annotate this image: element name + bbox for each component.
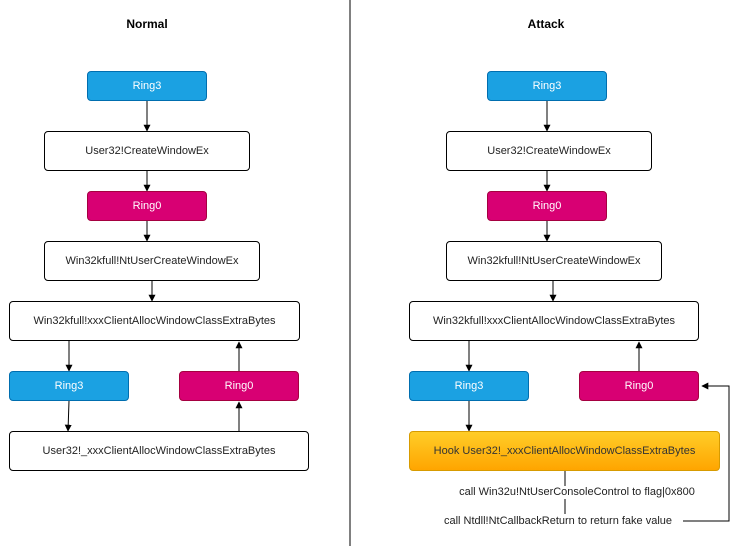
right-nt-user-create: Win32kfull!NtUserCreateWindowEx <box>446 241 662 281</box>
left-ring0-top: Ring0 <box>87 191 207 221</box>
left-ring3-top: Ring3 <box>87 71 207 101</box>
left-create-window: User32!CreateWindowEx <box>44 131 250 171</box>
right-xxx-alloc: Win32kfull!xxxClientAllocWindowClassExtr… <box>409 301 699 341</box>
title-normal: Normal <box>126 17 168 31</box>
left-xxx-alloc: Win32kfull!xxxClientAllocWindowClassExtr… <box>9 301 300 341</box>
note-callback-return: call Ntdll!NtCallbackReturn to return fa… <box>442 515 674 527</box>
note-console-control: call Win32u!NtUserConsoleControl to flag… <box>458 486 696 498</box>
left-nt-user-create: Win32kfull!NtUserCreateWindowEx <box>44 241 260 281</box>
left-user32-alloc: User32!_xxxClientAllocWindowClassExtraBy… <box>9 431 309 471</box>
arrow-left-ring3-to-user32 <box>64 400 72 432</box>
arrow-callback-to-ring0 <box>683 382 730 522</box>
left-ring3-bottom: Ring3 <box>9 371 129 401</box>
right-ring3-top: Ring3 <box>487 71 607 101</box>
right-ring0-top: Ring0 <box>487 191 607 221</box>
left-ring0-bottom: Ring0 <box>179 371 299 401</box>
right-ring0-bottom: Ring0 <box>579 371 699 401</box>
title-attack: Attack <box>527 17 565 31</box>
right-hook-alloc: Hook User32!_xxxClientAllocWindowClassEx… <box>409 431 720 471</box>
right-create-window: User32!CreateWindowEx <box>446 131 652 171</box>
right-ring3-bottom: Ring3 <box>409 371 529 401</box>
